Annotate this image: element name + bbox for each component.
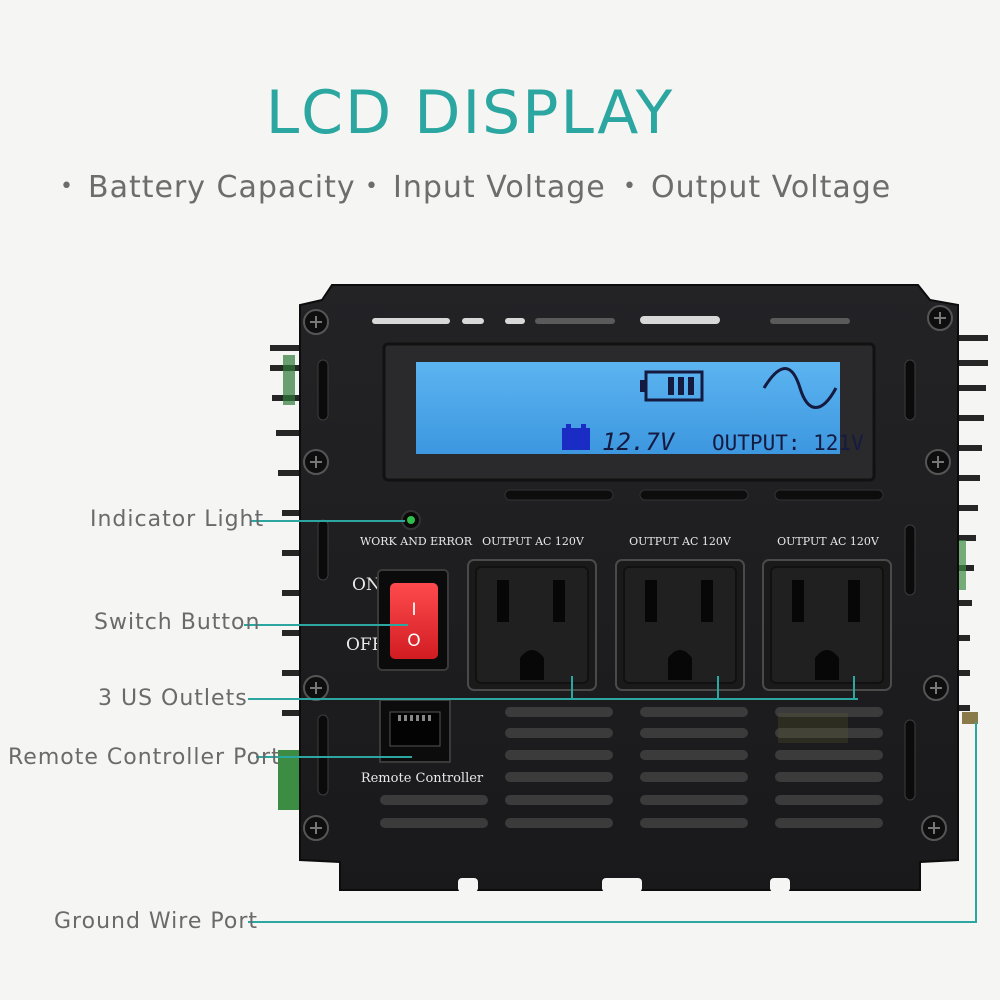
ground-callout-line xyxy=(248,722,977,923)
ac-outlet[interactable] xyxy=(762,559,892,691)
remote-controller-port[interactable] xyxy=(389,711,441,747)
switch-button-label: Switch Button xyxy=(94,610,261,635)
ground-wire-stud xyxy=(962,712,978,724)
ac-outlet[interactable] xyxy=(615,559,745,691)
indicator-caption: WORK AND ERROR xyxy=(360,535,473,548)
lcd-output-voltage: OUTPUT: 121V xyxy=(712,431,864,455)
bottom-vents xyxy=(380,707,883,828)
chassis-screws xyxy=(303,305,953,841)
heat-sink-fins-left xyxy=(270,345,302,810)
feature-item: • Battery Capacity xyxy=(60,170,356,205)
power-switch-button[interactable] xyxy=(390,583,438,659)
outlet-caption: OUTPUT AC 120V xyxy=(482,535,585,548)
switch-off-label: OFF xyxy=(346,635,384,655)
top-vents xyxy=(372,316,850,324)
lcd-screen xyxy=(416,362,840,454)
page-title: LCD DISPLAY xyxy=(265,78,675,148)
feature-item: • Input Voltage xyxy=(365,170,606,205)
battery-capacity-icon xyxy=(640,370,704,402)
sine-wave-icon xyxy=(762,367,838,409)
switch-i-mark: I xyxy=(411,600,416,620)
callout-lines xyxy=(244,520,977,923)
rj-pins-icon xyxy=(398,715,431,721)
switch-on-label: ON xyxy=(352,575,381,595)
ac-outlet[interactable] xyxy=(467,559,597,691)
vent-reflection xyxy=(778,713,848,743)
bullet-icon: • xyxy=(365,174,379,199)
remote-caption: Remote Controller xyxy=(361,771,484,786)
indicator-light-label: Indicator Light xyxy=(90,507,265,532)
outlet-caption: OUTPUT AC 120V xyxy=(629,535,732,548)
feature-label: Output Voltage xyxy=(650,170,892,205)
outlet-caption: OUTPUT AC 120V xyxy=(777,535,880,548)
input-battery-icon xyxy=(562,424,590,450)
bullet-icon: • xyxy=(60,174,74,199)
outlets-label: 3 US Outlets xyxy=(98,686,248,711)
feature-label: Input Voltage xyxy=(392,170,606,205)
indicator-led-icon xyxy=(407,516,415,524)
ground-port-label: Ground Wire Port xyxy=(54,909,258,934)
switch-o-mark: O xyxy=(407,631,420,651)
side-vents xyxy=(317,359,916,801)
lcd-input-voltage: 12.7V xyxy=(602,428,676,456)
feature-list: • Battery Capacity • Input Voltage • Output… xyxy=(60,170,940,210)
mid-vents xyxy=(504,489,884,501)
bullet-icon: • xyxy=(623,174,637,199)
feature-item: • Output Voltage xyxy=(623,170,891,205)
base-cutouts xyxy=(458,878,790,892)
feature-label: Battery Capacity xyxy=(87,170,356,205)
remote-port-label: Remote Controller Port xyxy=(8,745,281,770)
